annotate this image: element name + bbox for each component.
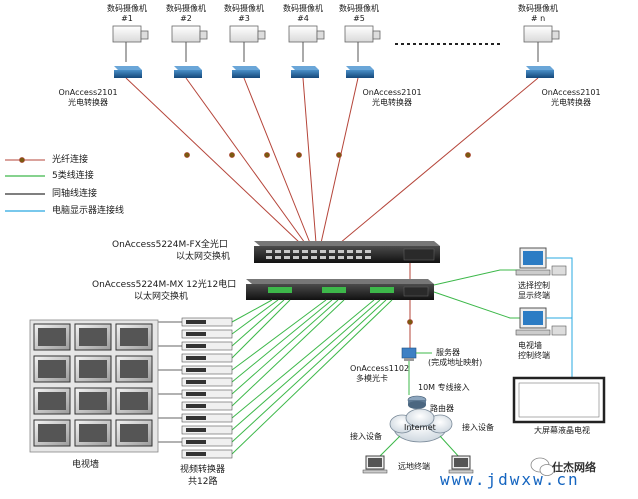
wechat-icon [530,457,555,476]
server-note: (完成地址映射) [428,358,483,367]
camera-icon [112,25,149,62]
wechat-label: 仕杰网络 [552,461,596,474]
camera-5-id: #5 [353,14,365,23]
legend-fiber-junction [19,157,25,163]
tv-wall-label: 电视墙 [72,460,100,470]
video-converter-count: 共12路 [188,477,218,487]
legend-cat5-label: 5类线连接 [52,171,94,181]
converter-icon [174,66,202,78]
converter-icon [346,66,374,78]
camera-5-title: 数码摄像机 [339,4,379,13]
camera-icon [288,25,325,62]
tv-wall [29,319,159,453]
camera-4-id: #4 [297,14,309,23]
legend-vga-label: 电脑显示器连接线 [52,206,125,216]
camera-1-title: 数码摄像机 [107,4,147,13]
access-left-label: 接入设备 [350,432,382,441]
converter-mid-model: OnAccess2101 [362,88,422,97]
camera-n-title: 数码摄像机 [518,4,558,13]
server-name: 服务器 [436,348,460,357]
camera-2-id: #2 [180,14,192,23]
camera-icon [229,25,266,62]
converter-icon [232,66,260,78]
tv-terminal-line1: 电视墙 [518,341,542,350]
access-lines [377,435,461,459]
fiber-lines [125,77,539,348]
internet-label: Internet [404,423,436,432]
converter-left-model: OnAccess2101 [58,88,118,97]
converter-left-name: 光电转换器 [68,98,108,107]
remote-terminal-icon [448,455,474,474]
camera-icon [523,25,560,62]
converter-icon [526,66,554,78]
legend-fiber-label: 光纤连接 [52,155,89,165]
big-screen-label: 大屏幕液晶电视 [534,426,590,435]
watermark: www.jdwxw.cn [440,470,580,489]
switch-mx-model: OnAccess5224M-MX 12光12电口 [92,280,237,290]
camera-4-title: 数码摄像机 [283,4,323,13]
converter-mid-name: 光电转换器 [372,98,412,107]
camera-n-id: # n [530,14,546,23]
select-terminal-icon [515,247,567,276]
cat5-lines [231,269,520,455]
tv-terminal-icon [515,307,567,336]
camera-3-id: #3 [238,14,250,23]
access-right-label: 接入设备 [462,423,494,432]
camera-2-title: 数码摄像机 [166,4,206,13]
video-converter-label: 视频转换器 [180,465,226,475]
converter-right-name: 光电转换器 [551,98,591,107]
optical-card-name: 多模光卡 [356,374,388,383]
converter-row [114,66,554,78]
tv-terminal-line2: 控制终端 [518,351,550,360]
video-converter-stack [181,317,233,459]
coax-lines [155,321,182,443]
camera-icon [171,25,208,62]
legend [5,157,45,212]
switch-fx [254,241,440,263]
select-terminal-line2: 显示终端 [518,291,550,300]
big-screen-tv-icon [512,376,606,424]
router-label: 路由器 [430,404,454,413]
switch-mx [246,279,434,300]
camera-1-id: #1 [121,14,133,23]
remote-terminal-icon [362,455,388,474]
optical-card-model: OnAccess1102 [350,364,410,373]
router-icon [407,395,427,409]
remote-terminal-label: 远地终端 [398,462,430,471]
switch-mx-name: 以太网交换机 [134,292,189,302]
converter-right-model: OnAccess2101 [541,88,601,97]
camera-row [112,25,560,62]
select-terminal-line1: 选择控制 [518,281,550,290]
internet-cloud-icon [389,408,453,443]
fiber-junctions [184,152,471,325]
switch-fx-name: 以太网交换机 [176,252,231,262]
camera-3-title: 数码摄像机 [224,4,264,13]
switch-fx-model: OnAccess5224M-FX全光口 [112,240,228,250]
converter-icon [291,66,319,78]
converter-icon [114,66,142,78]
vga-lines [546,257,573,378]
legend-coax-label: 同轴线连接 [52,189,98,199]
dedicated-line-label: 10M 专线接入 [418,383,470,392]
optical-card-icon [401,347,417,361]
camera-icon [344,25,381,62]
